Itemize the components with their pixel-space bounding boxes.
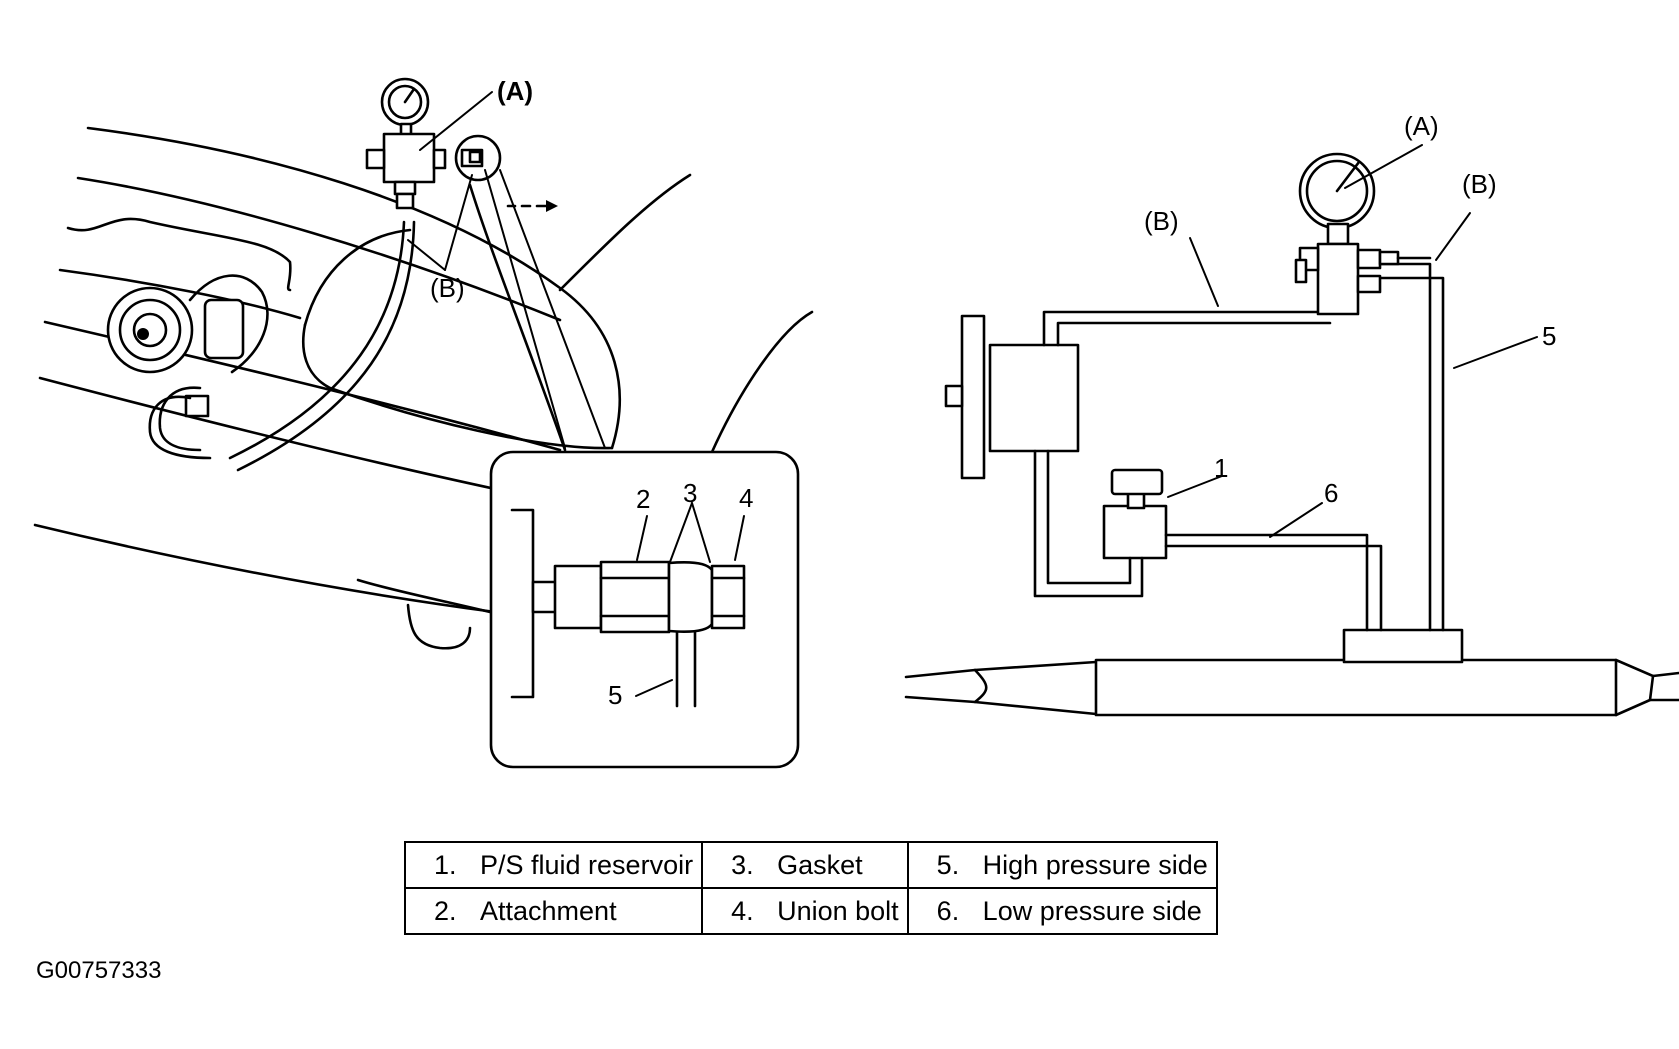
label-A-right: (A): [1404, 111, 1439, 141]
legend-text: P/S fluid reservoir: [480, 849, 694, 880]
legend-text: High pressure side: [982, 849, 1208, 880]
label-B-right: (B): [1462, 169, 1497, 199]
legend-text: Attachment: [480, 895, 617, 926]
hoses-schematic: [1033, 262, 1445, 632]
right-figure-schematic: (A) (B) (B) 5 1 6: [904, 111, 1679, 717]
vehicle-body-outline: [33, 126, 814, 650]
detail-inset-union-bolt: 2 3 4 5: [489, 450, 800, 769]
label-2: 2: [636, 484, 650, 514]
left-callout-lines: [407, 91, 606, 449]
legend-cell: 6.Low pressure side: [906, 887, 1218, 935]
right-callout-lines: [1167, 144, 1538, 538]
legend-cell: 2.Attachment: [403, 887, 704, 935]
power-steering-pump: [106, 274, 269, 460]
label-5-right: 5: [1542, 321, 1556, 351]
label-A-left: (A): [497, 76, 533, 106]
figure-id: G00757333: [36, 957, 162, 984]
pressure-gauge-assembly: [1294, 152, 1432, 316]
parts-legend-table: 1.P/S fluid reservoir 3.Gasket 5.High pr…: [403, 841, 1218, 935]
legend-row: 2.Attachment 4.Union bolt 6.Low pressure…: [403, 887, 1218, 935]
legend-text: Union bolt: [777, 895, 899, 926]
label-B-right-left: (B): [1144, 206, 1179, 236]
legend-cell: 1.P/S fluid reservoir: [403, 841, 704, 889]
label-6-right: 6: [1324, 478, 1338, 508]
legend-row: 1.P/S fluid reservoir 3.Gasket 5.High pr…: [403, 841, 1218, 889]
pressure-hoses: [228, 183, 567, 472]
legend-cell: 5.High pressure side: [906, 841, 1218, 889]
valve-B-detail-circle: [454, 134, 558, 212]
legend-text: Low pressure side: [982, 895, 1202, 926]
legend-cell: 3.Gasket: [701, 841, 909, 889]
oil-pump: [944, 314, 1080, 480]
oil-pressure-gauge-A: [365, 77, 447, 210]
label-5-left: 5: [608, 680, 622, 710]
left-figure-engine-bay: (A) (B) 2 3 4 5: [33, 76, 814, 769]
fluid-reservoir-1: [1102, 468, 1168, 560]
label-3: 3: [683, 478, 697, 508]
steering-gearbox: [904, 628, 1679, 717]
legend-text: Gasket: [777, 849, 863, 880]
label-1-right: 1: [1214, 453, 1228, 483]
label-B-left: (B): [430, 273, 465, 303]
label-4: 4: [739, 483, 753, 513]
legend-cell: 4.Union bolt: [701, 887, 909, 935]
